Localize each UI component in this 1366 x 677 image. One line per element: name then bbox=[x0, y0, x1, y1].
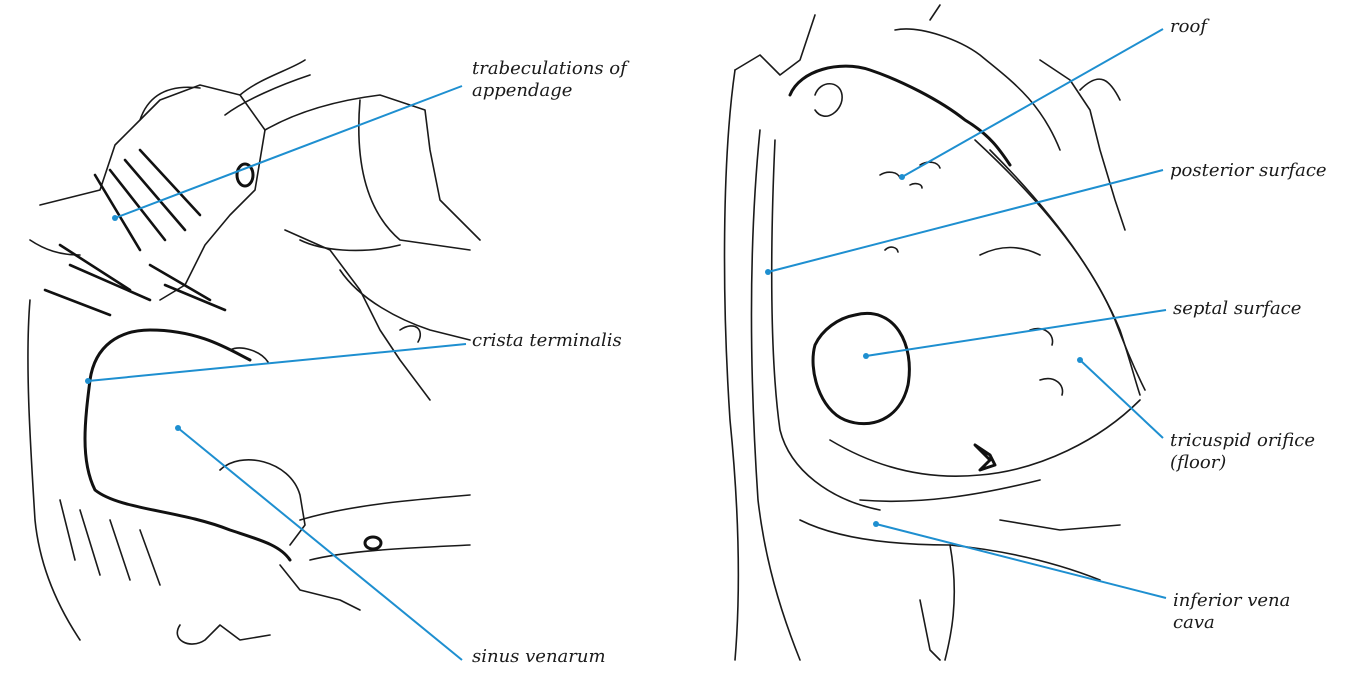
label-line: appendage bbox=[472, 80, 573, 101]
leader-inferior-vena-cava bbox=[875, 523, 1167, 599]
label-trabeculations-of-appendage: trabeculations of appendage bbox=[472, 58, 627, 102]
leader-tricuspid-orifice bbox=[1079, 359, 1164, 439]
label-posterior-surface: posterior surface bbox=[1170, 160, 1327, 181]
leader-dot-tricuspid-orifice bbox=[1077, 357, 1083, 363]
leader-dot-inferior-vena-cava bbox=[873, 521, 879, 527]
label-roof: roof bbox=[1170, 16, 1207, 37]
label-line: tricuspid orifice bbox=[1170, 430, 1315, 451]
leader-dot-sinus-venarum bbox=[175, 425, 181, 431]
label-crista-terminalis: crista terminalis bbox=[472, 330, 622, 351]
leader-dot-posterior-surface bbox=[765, 269, 771, 275]
label-line: trabeculations of bbox=[472, 58, 627, 79]
left-atrium-drawing bbox=[27, 59, 481, 645]
leader-crista-terminalis bbox=[87, 343, 467, 382]
right-atrium-drawing bbox=[723, 4, 1146, 661]
label-septal-surface: septal surface bbox=[1173, 298, 1302, 319]
leader-trabeculations bbox=[114, 85, 463, 219]
label-sinus-venarum: sinus venarum bbox=[472, 646, 606, 667]
leader-dot-roof bbox=[899, 174, 905, 180]
label-tricuspid-orifice: tricuspid orifice (floor) bbox=[1170, 430, 1315, 474]
right-leader-lines bbox=[765, 28, 1167, 599]
label-line: cava bbox=[1173, 612, 1215, 633]
left-leader-lines bbox=[85, 85, 467, 661]
leader-posterior-surface bbox=[767, 169, 1164, 273]
leader-dot-crista-terminalis bbox=[85, 378, 91, 384]
leader-roof bbox=[901, 28, 1164, 178]
label-line: inferior vena bbox=[1173, 590, 1291, 611]
leader-dot-trabeculations bbox=[112, 215, 118, 221]
leader-septal-surface bbox=[865, 309, 1167, 357]
label-line: (floor) bbox=[1170, 452, 1227, 473]
label-inferior-vena-cava: inferior vena cava bbox=[1173, 590, 1290, 634]
leader-sinus-venarum bbox=[177, 427, 463, 661]
leader-dot-septal-surface bbox=[863, 353, 869, 359]
